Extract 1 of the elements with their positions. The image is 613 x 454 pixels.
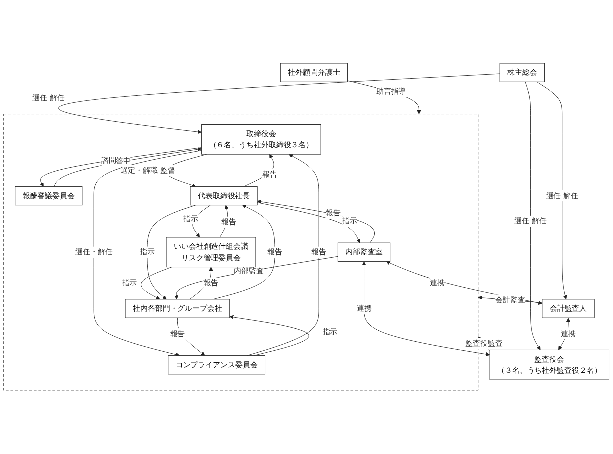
cluster [4,114,479,391]
